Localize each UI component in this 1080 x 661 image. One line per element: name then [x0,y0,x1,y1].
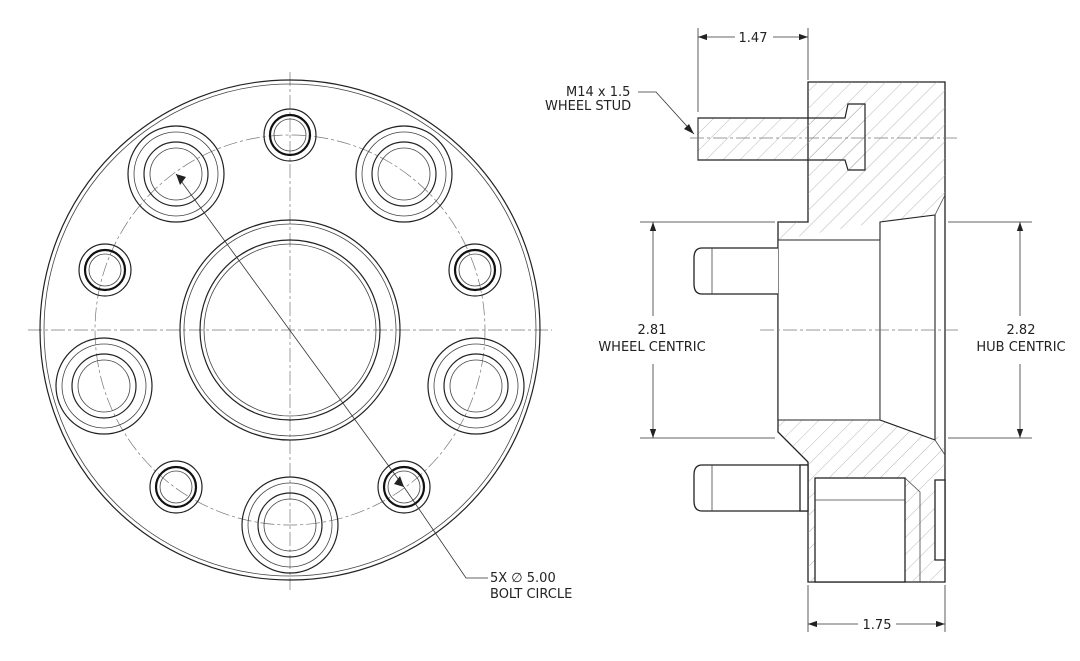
wheel-stud-holes [55,125,525,574]
hub-stud-lower [693,464,809,512]
wheel-stud-hole [241,476,339,574]
hub-stud-holes [78,108,502,514]
outer-flange-chamfer [43,83,537,577]
front-view: 5X ∅ 5.00 BOLT CIRCLE [28,72,572,602]
bolt-circle-line [94,134,486,526]
wheel-stud-hole [355,125,453,223]
hub-stud-hole [448,243,502,297]
stud-spec: M14 x 1.5 [566,85,630,100]
hub-stud-hole [263,108,317,162]
dim-hub-centric [948,221,1032,439]
dim-thickness [807,585,946,632]
hub-stud-upper [693,247,778,295]
wheel-centric-label: WHEEL CENTRIC [598,340,705,355]
dim-thickness-text: 1.75 [863,618,892,633]
wheel-centric-value: 2.81 [638,323,667,338]
bolt-circle-label: BOLT CIRCLE [490,587,572,602]
wheel-stud-hole [427,337,525,435]
hub-centric-label: HUB CENTRIC [976,340,1065,355]
outer-flange [39,79,541,581]
hub-stud-hole [78,243,132,297]
wheel-stud-section [697,103,866,171]
hub-stud-hole [377,460,431,514]
hub-centric-value: 2.82 [1007,323,1036,338]
wheel-stud-hole [55,337,153,435]
center-bore [179,219,401,441]
stud-leader [638,91,695,135]
bolt-circle-leader [175,173,488,579]
lower-counterbore [814,477,946,583]
dim-stud-length-text: 1.47 [739,31,768,46]
hub-stud-hole [149,460,203,514]
wheel-stud-hole [127,125,225,223]
dim-wheel-centric [640,221,775,439]
stud-name: WHEEL STUD [545,99,631,114]
bolt-circle-value: 5X ∅ 5.00 [490,571,556,586]
side-view: 1.47 M14 x 1.5 WHEEL STUD 2.81 WHEEL CEN… [545,28,1066,633]
dim-stud-length [697,28,809,112]
